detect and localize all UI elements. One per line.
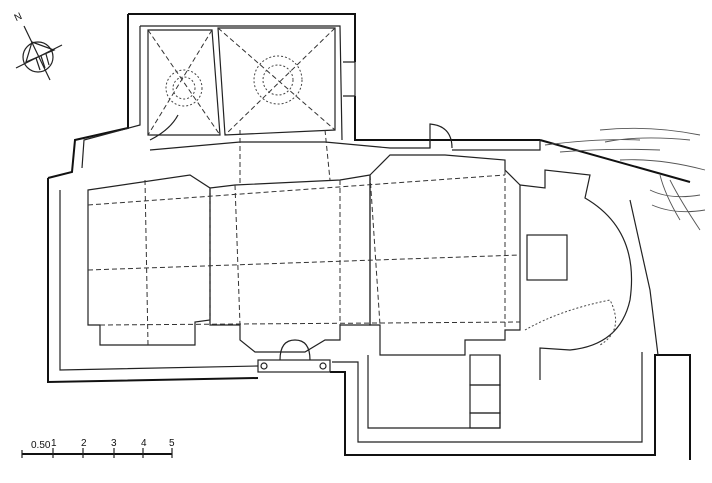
entrance-porch — [257, 339, 331, 373]
scale-label-5: 5 — [169, 438, 175, 449]
scale-bar: 0.50 1 2 3 4 5 — [21, 438, 175, 458]
scale-label-2: 2 — [81, 438, 87, 449]
nave — [87, 129, 633, 380]
terrain-hatching — [544, 127, 706, 231]
scale-label-1: 1 — [51, 438, 57, 449]
north-arrow-icon: N — [13, 11, 63, 81]
scale-label-3: 3 — [111, 438, 117, 449]
scale-label-0.50: 0.50 — [31, 440, 51, 451]
north-label: N — [13, 11, 24, 24]
scale-label-4: 4 — [141, 438, 147, 449]
south-annex — [367, 354, 501, 429]
outer-walls — [47, 123, 691, 460]
north-chapel — [47, 13, 540, 179]
